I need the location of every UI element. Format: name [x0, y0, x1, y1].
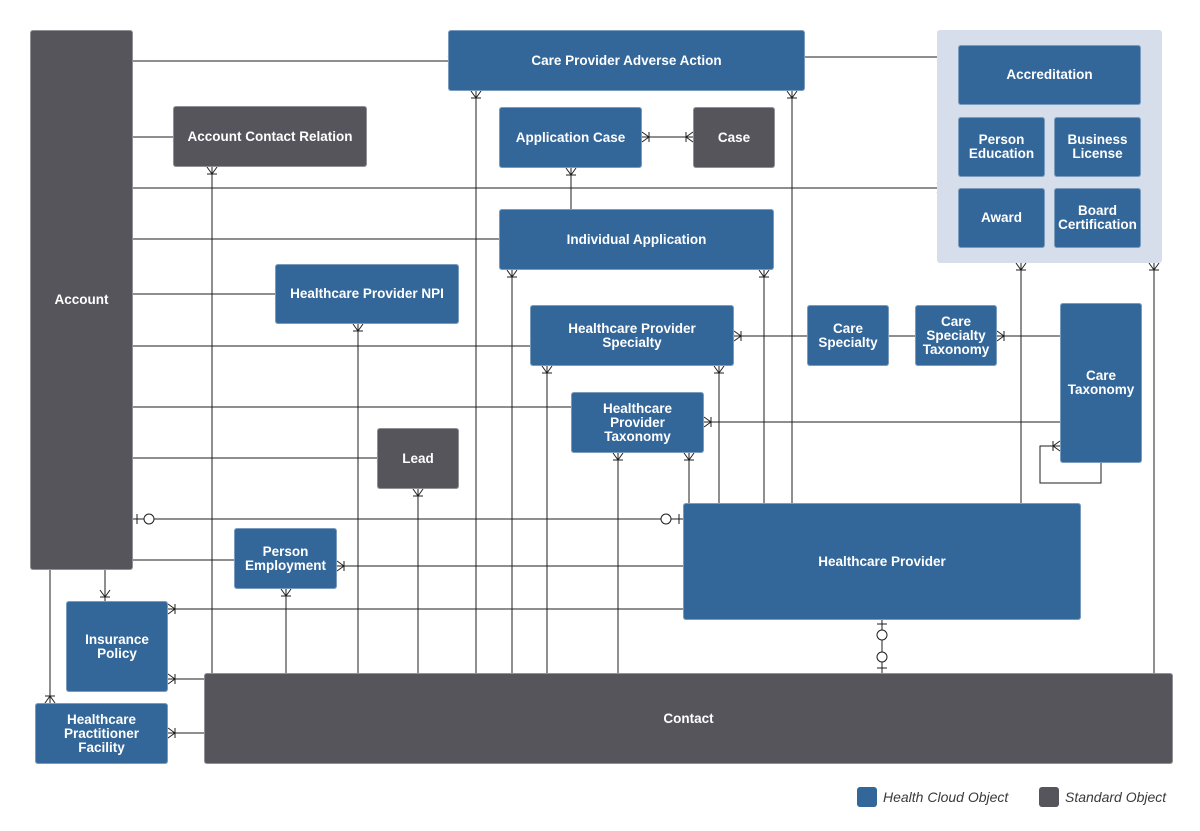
crows-foot-mark	[688, 452, 695, 461]
crows-foot-mark	[167, 608, 176, 615]
connector-line	[1039, 445, 1102, 484]
account-contact-relation-object[interactable]: Account Contact Relation	[173, 106, 367, 167]
care-provider-adverse-action-object[interactable]: Care Provider Adverse Action	[448, 30, 805, 91]
crows-foot-mark	[357, 323, 364, 332]
crows-foot-mark	[99, 589, 106, 598]
crows-foot-mark	[733, 330, 742, 337]
person-education-object[interactable]: Person Education	[958, 117, 1045, 177]
crows-foot-mark	[565, 167, 572, 176]
care-taxonomy-object[interactable]: Care Taxonomy	[1060, 303, 1142, 463]
crows-foot-mark	[786, 90, 793, 99]
contact-object[interactable]: Contact	[204, 673, 1173, 764]
crows-foot-mark	[685, 131, 694, 138]
crows-foot-mark	[167, 603, 176, 610]
zero-mark	[143, 513, 155, 525]
accreditation-object[interactable]: Accreditation	[958, 45, 1141, 105]
crows-foot-mark	[336, 560, 345, 567]
case-object[interactable]: Case	[693, 107, 775, 168]
crows-foot-mark	[167, 678, 176, 685]
crows-foot-mark	[758, 269, 765, 278]
care-specialty-object[interactable]: Care Specialty	[807, 305, 889, 366]
care-specialty-taxonomy-object[interactable]: Care Specialty Taxonomy	[915, 305, 997, 366]
health-cloud-swatch	[857, 787, 877, 807]
healthcare-provider-npi-object[interactable]: Healthcare Provider NPI	[275, 264, 459, 324]
crows-foot-mark	[336, 565, 345, 572]
crows-foot-mark	[703, 416, 712, 423]
crows-foot-mark	[506, 269, 513, 278]
standard-swatch	[1039, 787, 1059, 807]
crows-foot-mark	[167, 727, 176, 734]
crows-foot-mark	[412, 488, 419, 497]
crows-foot-mark	[703, 421, 712, 428]
individual-application-object[interactable]: Individual Application	[499, 209, 774, 270]
crows-foot-mark	[641, 136, 650, 143]
crows-foot-mark	[167, 673, 176, 680]
crows-foot-mark	[791, 90, 798, 99]
crows-foot-mark	[417, 488, 424, 497]
crows-foot-mark	[685, 136, 694, 143]
crows-foot-mark	[44, 695, 51, 704]
lead-object[interactable]: Lead	[377, 428, 459, 489]
person-employment-object[interactable]: Person Employment	[234, 528, 337, 589]
crows-foot-mark	[280, 588, 287, 597]
insurance-policy-object[interactable]: Insurance Policy	[66, 601, 168, 692]
crows-foot-mark	[570, 167, 577, 176]
crows-foot-mark	[546, 365, 553, 374]
application-case-object[interactable]: Application Case	[499, 107, 642, 168]
crows-foot-mark	[683, 452, 690, 461]
account-object[interactable]: Account	[30, 30, 133, 570]
crows-foot-mark	[1148, 262, 1155, 271]
healthcare-provider-taxonomy-object[interactable]: Healthcare Provider Taxonomy	[571, 392, 704, 453]
healthcare-provider-object[interactable]: Healthcare Provider	[683, 503, 1081, 620]
crows-foot-mark	[617, 452, 624, 461]
crows-foot-mark	[612, 452, 619, 461]
zero-mark	[660, 513, 672, 525]
crows-foot-mark	[1020, 262, 1027, 271]
healthcare-provider-specialty-object[interactable]: Healthcare Provider Specialty	[530, 305, 734, 366]
crows-foot-mark	[167, 732, 176, 739]
crows-foot-mark	[1015, 262, 1022, 271]
crows-foot-mark	[763, 269, 770, 278]
crows-foot-mark	[206, 166, 213, 175]
crows-foot-mark	[1052, 440, 1061, 447]
legend-standard-label: Standard Object	[1065, 789, 1167, 805]
crows-foot-mark	[1052, 445, 1061, 452]
crows-foot-mark	[211, 166, 218, 175]
crows-foot-mark	[996, 335, 1005, 342]
crows-foot-mark	[733, 335, 742, 342]
healthcare-practitioner-facility-object[interactable]: Healthcare Practitioner Facility	[35, 703, 168, 764]
crows-foot-mark	[470, 90, 477, 99]
crows-foot-mark	[511, 269, 518, 278]
crows-foot-mark	[1153, 262, 1160, 271]
business-license-object[interactable]: Business License	[1054, 117, 1141, 177]
crows-foot-mark	[49, 695, 56, 704]
crows-foot-mark	[285, 588, 292, 597]
award-object[interactable]: Award	[958, 188, 1045, 248]
crows-foot-mark	[352, 323, 359, 332]
crows-foot-mark	[996, 330, 1005, 337]
crows-foot-mark	[713, 365, 720, 374]
crows-foot-mark	[641, 131, 650, 138]
zero-mark	[876, 629, 888, 641]
zero-mark	[876, 651, 888, 663]
crows-foot-mark	[541, 365, 548, 374]
legend-health-cloud: Health Cloud Object	[857, 786, 1008, 808]
crows-foot-mark	[475, 90, 482, 99]
crows-foot-mark	[104, 589, 111, 598]
board-certification-object[interactable]: Board Certification	[1054, 188, 1141, 248]
legend-health-cloud-label: Health Cloud Object	[883, 789, 1009, 805]
legend-standard: Standard Object	[1039, 786, 1166, 808]
crows-foot-mark	[718, 365, 725, 374]
